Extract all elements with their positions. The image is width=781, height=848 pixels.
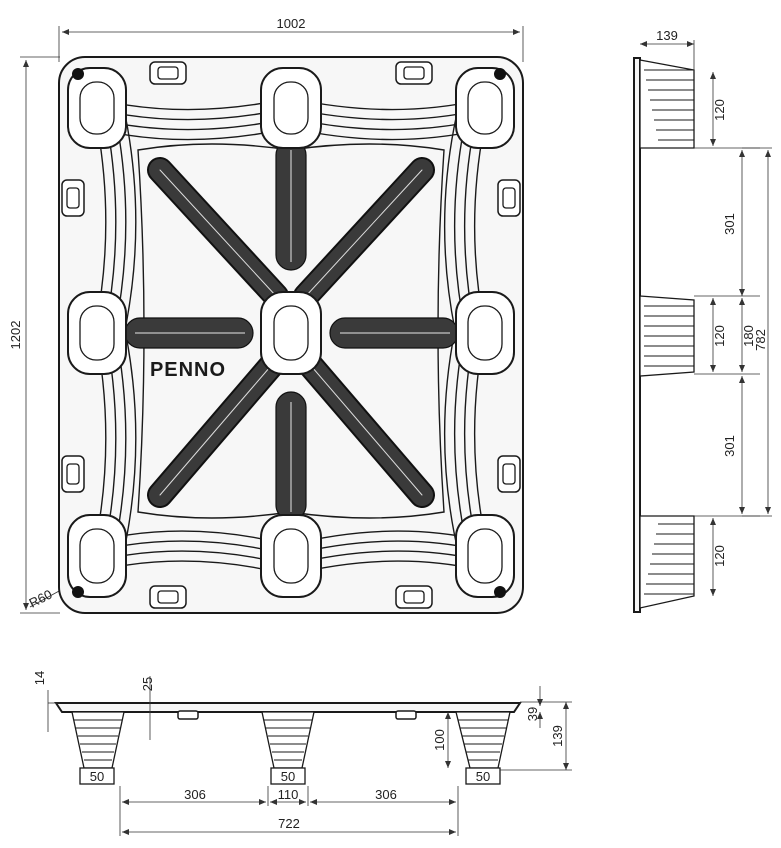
side-label-180: 180	[741, 325, 756, 347]
side-label-120-middle: 120	[712, 325, 727, 347]
height-dimension: 1202	[8, 56, 60, 614]
corner-pads	[72, 68, 506, 598]
block-bottom-left	[67, 514, 127, 598]
front-label-25: 25	[140, 677, 155, 691]
side-label-782: 782	[753, 329, 768, 351]
side-dimensions	[640, 40, 772, 596]
side-deck-profile	[633, 57, 641, 613]
side-block-bottom	[639, 515, 695, 609]
front-label-50-center: 50	[281, 769, 295, 784]
block-middle-left	[67, 291, 127, 375]
front-label-39: 39	[525, 707, 540, 721]
side-view: 139 120 301 180 120 782 301 120	[633, 28, 772, 613]
side-label-120-top: 120	[712, 99, 727, 121]
front-label-50-left: 50	[90, 769, 104, 784]
edge-lugs	[61, 61, 521, 609]
support-blocks	[67, 67, 515, 598]
front-view: 14 25 39 139 100 50 50 50 306 110 306 72…	[32, 671, 572, 836]
side-block-top	[639, 59, 695, 149]
block-center	[260, 291, 322, 375]
block-bottom-right	[455, 514, 515, 598]
front-deck-profile	[54, 702, 522, 713]
front-label-100: 100	[432, 729, 447, 751]
front-label-722: 722	[278, 816, 300, 831]
side-label-120-bottom: 120	[712, 545, 727, 567]
front-foot-left	[71, 711, 125, 785]
front-label-50-right: 50	[476, 769, 490, 784]
front-label-306-left: 306	[184, 787, 206, 802]
side-label-301-lower: 301	[722, 435, 737, 457]
front-label-110: 110	[278, 787, 299, 802]
block-middle-right	[455, 291, 515, 375]
front-foot-center	[261, 711, 315, 785]
height-label: 1202	[8, 321, 23, 350]
brand-label: PENNO	[150, 359, 226, 381]
front-foot-right	[455, 711, 511, 785]
front-label-139: 139	[550, 725, 565, 747]
front-label-14: 14	[32, 671, 47, 685]
front-label-306-right: 306	[375, 787, 397, 802]
side-block-middle	[639, 295, 695, 377]
block-top-right	[455, 67, 515, 149]
corner-radius-label: R60	[27, 586, 55, 610]
side-label-139: 139	[656, 28, 678, 43]
block-top-center	[260, 67, 322, 149]
top-view: 1002 1202 R60	[8, 16, 524, 614]
block-bottom-center	[260, 514, 322, 598]
width-label: 1002	[277, 16, 306, 31]
inner-deck-panel	[137, 143, 445, 519]
front-dimensions	[47, 676, 572, 836]
side-label-301-upper: 301	[722, 213, 737, 235]
block-top-left	[67, 67, 127, 149]
width-dimension: 1002	[58, 16, 524, 62]
diagonal-bars	[124, 139, 459, 521]
